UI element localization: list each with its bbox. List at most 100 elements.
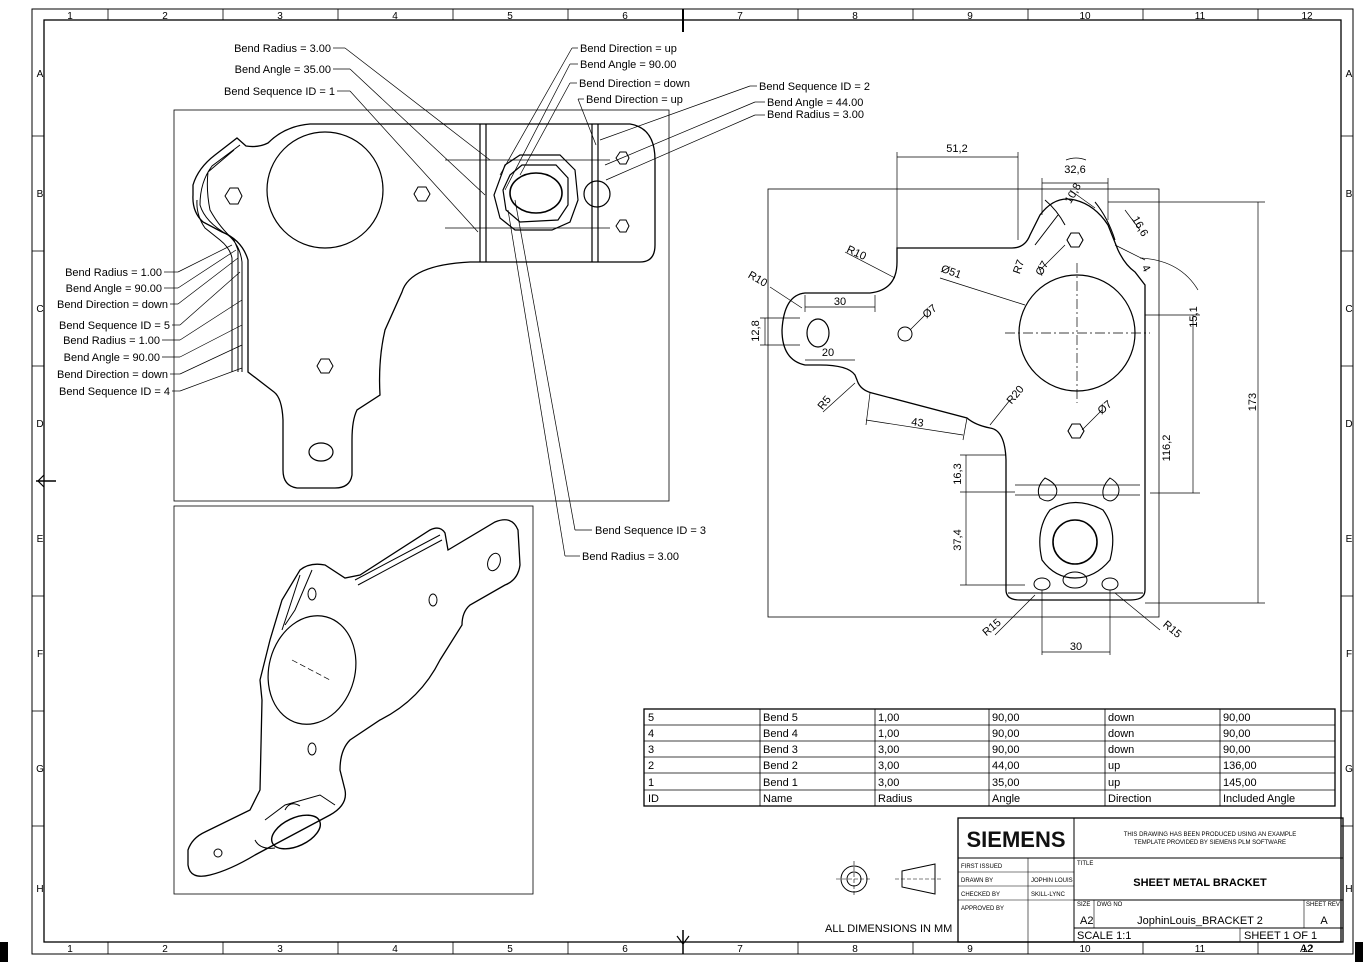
tb-checked-by: SKILL-LYNC — [1031, 892, 1066, 898]
sheet-frame — [0, 8, 1363, 962]
bend-row-3-id: 3 — [648, 744, 654, 756]
zone-row-C-left: C — [36, 304, 43, 315]
dimensioned-view — [767, 188, 1160, 618]
zone-col-1-top: 1 — [67, 11, 73, 22]
dim-43: 43 — [911, 416, 925, 430]
flat-hex-hole-3 — [316, 358, 334, 374]
flat-hex-hole-4 — [615, 151, 630, 165]
zone-row-G-right: G — [1345, 764, 1353, 775]
tb-sheet-rev: A — [1320, 915, 1328, 927]
dimension-lines — [760, 152, 1265, 655]
dimension-texts: 51,2 32,6 10,8 16,6 R10 R10 Ø51 R7 Ø7 4 … — [746, 143, 1259, 653]
dim-32-6: 32,6 — [1064, 164, 1085, 176]
flat-pattern-view-border — [173, 109, 670, 502]
zone-col-8-top: 8 — [852, 11, 858, 22]
part-teardrop-1 — [1037, 477, 1058, 502]
bend-row-3-name: Bend 3 — [763, 744, 798, 756]
callout-bend-radius-3: Bend Radius = 3.00 — [582, 551, 679, 563]
bend-row-1-name: Bend 1 — [763, 777, 798, 789]
callout-bend-seq-1: Bend Sequence ID = 1 — [224, 86, 335, 98]
bend-header-included: Included Angle — [1223, 793, 1295, 805]
zone-col-6-top: 6 — [622, 11, 628, 22]
dim-16-6: 16,6 — [1129, 214, 1150, 239]
dim-dia-7-top: Ø7 — [1034, 259, 1052, 278]
callout-bend-seq-3: Bend Sequence ID = 3 — [595, 525, 706, 537]
dim-r7: R7 — [1011, 258, 1027, 275]
callout-bend-angle-2: Bend Angle = 44.00 — [767, 97, 863, 109]
callout-bend-angle-4: Bend Angle = 90.00 — [64, 352, 160, 364]
zone-col-9-top: 9 — [967, 11, 973, 22]
zone-col-2-bottom: 2 — [162, 944, 168, 955]
tb-approved-by-label: APPROVED BY — [961, 906, 1004, 912]
zone-col-1-bottom: 1 — [67, 944, 73, 955]
bend-row-2-name: Bend 2 — [763, 760, 798, 772]
bend-row-4-id: 4 — [648, 728, 654, 740]
callout-bend-seq-4: Bend Sequence ID = 4 — [59, 386, 170, 398]
dimensioned-view-border — [767, 188, 1160, 618]
flat-hex-hole-1 — [224, 187, 243, 205]
zone-row-C-right: C — [1345, 304, 1352, 315]
tb-drawn-by: JOPHIN LOUIS — [1031, 878, 1073, 884]
part-emboss-oval — [1052, 519, 1098, 565]
iso-slot — [487, 552, 501, 572]
flat-pattern-view — [173, 109, 670, 502]
zone-col-10-top: 10 — [1079, 11, 1091, 22]
tb-first-issued-label: FIRST ISSUED — [961, 864, 1003, 870]
callout-bend-radius-5: Bend Radius = 1.00 — [65, 267, 162, 279]
dim-30-bottom: 30 — [1070, 641, 1082, 653]
iso-hole-1 — [307, 587, 317, 601]
callout-bend-dir-3-down: Bend Direction = down — [579, 78, 690, 90]
tb-dwg-no-label: DWG NO — [1097, 902, 1123, 908]
tb-drawn-by-label: DRAWN BY — [961, 878, 993, 884]
bend-header-radius: Radius — [878, 793, 913, 805]
bend-header-name: Name — [763, 793, 792, 805]
bend-row-2-id: 2 — [648, 760, 654, 772]
tb-corner-size: A2 — [1300, 943, 1313, 955]
bend-row-2-included: 136,00 — [1223, 760, 1257, 772]
callout-bend-radius-2: Bend Radius = 3.00 — [767, 109, 864, 121]
flat-slot — [308, 442, 334, 462]
tb-size-label: SIZE — [1077, 902, 1090, 908]
zone-row-G-left: G — [36, 764, 44, 775]
dim-r15-left: R15 — [980, 617, 1003, 639]
iso-hole-3 — [307, 742, 317, 756]
dim-12-8: 12,8 — [750, 320, 762, 341]
flat-center-oval — [509, 172, 563, 214]
bend-row-5-direction: down — [1108, 712, 1134, 724]
zone-row-F-right: F — [1346, 649, 1352, 660]
bend-header-id: ID — [648, 793, 659, 805]
dim-r5: R5 — [816, 394, 834, 412]
tb-scale: SCALE 1:1 — [1077, 930, 1131, 942]
zone-col-6-bottom: 6 — [622, 944, 628, 955]
iso-large-hole — [267, 615, 357, 725]
dim-r15-right: R15 — [1160, 619, 1183, 641]
zone-col-11-top: 11 — [1195, 11, 1206, 22]
tb-notice-2: TEMPLATE PROVIDED BY SIEMENS PLM SOFTWAR… — [1134, 840, 1286, 846]
dim-r20: R20 — [1005, 383, 1027, 406]
bend-row-1-direction: up — [1108, 777, 1120, 789]
zone-col-7-top: 7 — [737, 11, 743, 22]
title-block: SIEMENS THIS DRAWING HAS BEEN PRODUCED U… — [957, 817, 1344, 955]
dim-4: 4 — [1139, 263, 1152, 274]
zone-col-11-bottom: 11 — [1195, 944, 1206, 955]
dim-15-1: 15,1 — [1188, 306, 1200, 327]
zone-col-4-top: 4 — [392, 11, 398, 22]
zone-col-4-bottom: 4 — [392, 944, 398, 955]
part-outline — [781, 198, 1146, 601]
units-note: ALL DIMENSIONS IN MM — [825, 923, 952, 935]
zone-col-2-top: 2 — [162, 11, 168, 22]
tb-title: SHEET METAL BRACKET — [1133, 877, 1267, 889]
zone-row-E-left: E — [37, 534, 44, 545]
bend-row-5-radius: 1,00 — [878, 712, 899, 724]
bend-row-5-included: 90,00 — [1223, 712, 1251, 724]
siemens-logo: SIEMENS — [966, 827, 1065, 852]
dim-30-top: 30 — [834, 296, 846, 308]
zone-row-B-right: B — [1346, 189, 1353, 200]
flat-round-hole — [583, 180, 611, 208]
dim-r10-b: R10 — [746, 269, 769, 289]
dim-116-2: 116,2 — [1161, 435, 1173, 462]
callout-bend-dir-5: Bend Direction = down — [57, 299, 168, 311]
iso-small-hole — [213, 848, 223, 858]
bend-row-3-angle: 90,00 — [992, 744, 1020, 756]
